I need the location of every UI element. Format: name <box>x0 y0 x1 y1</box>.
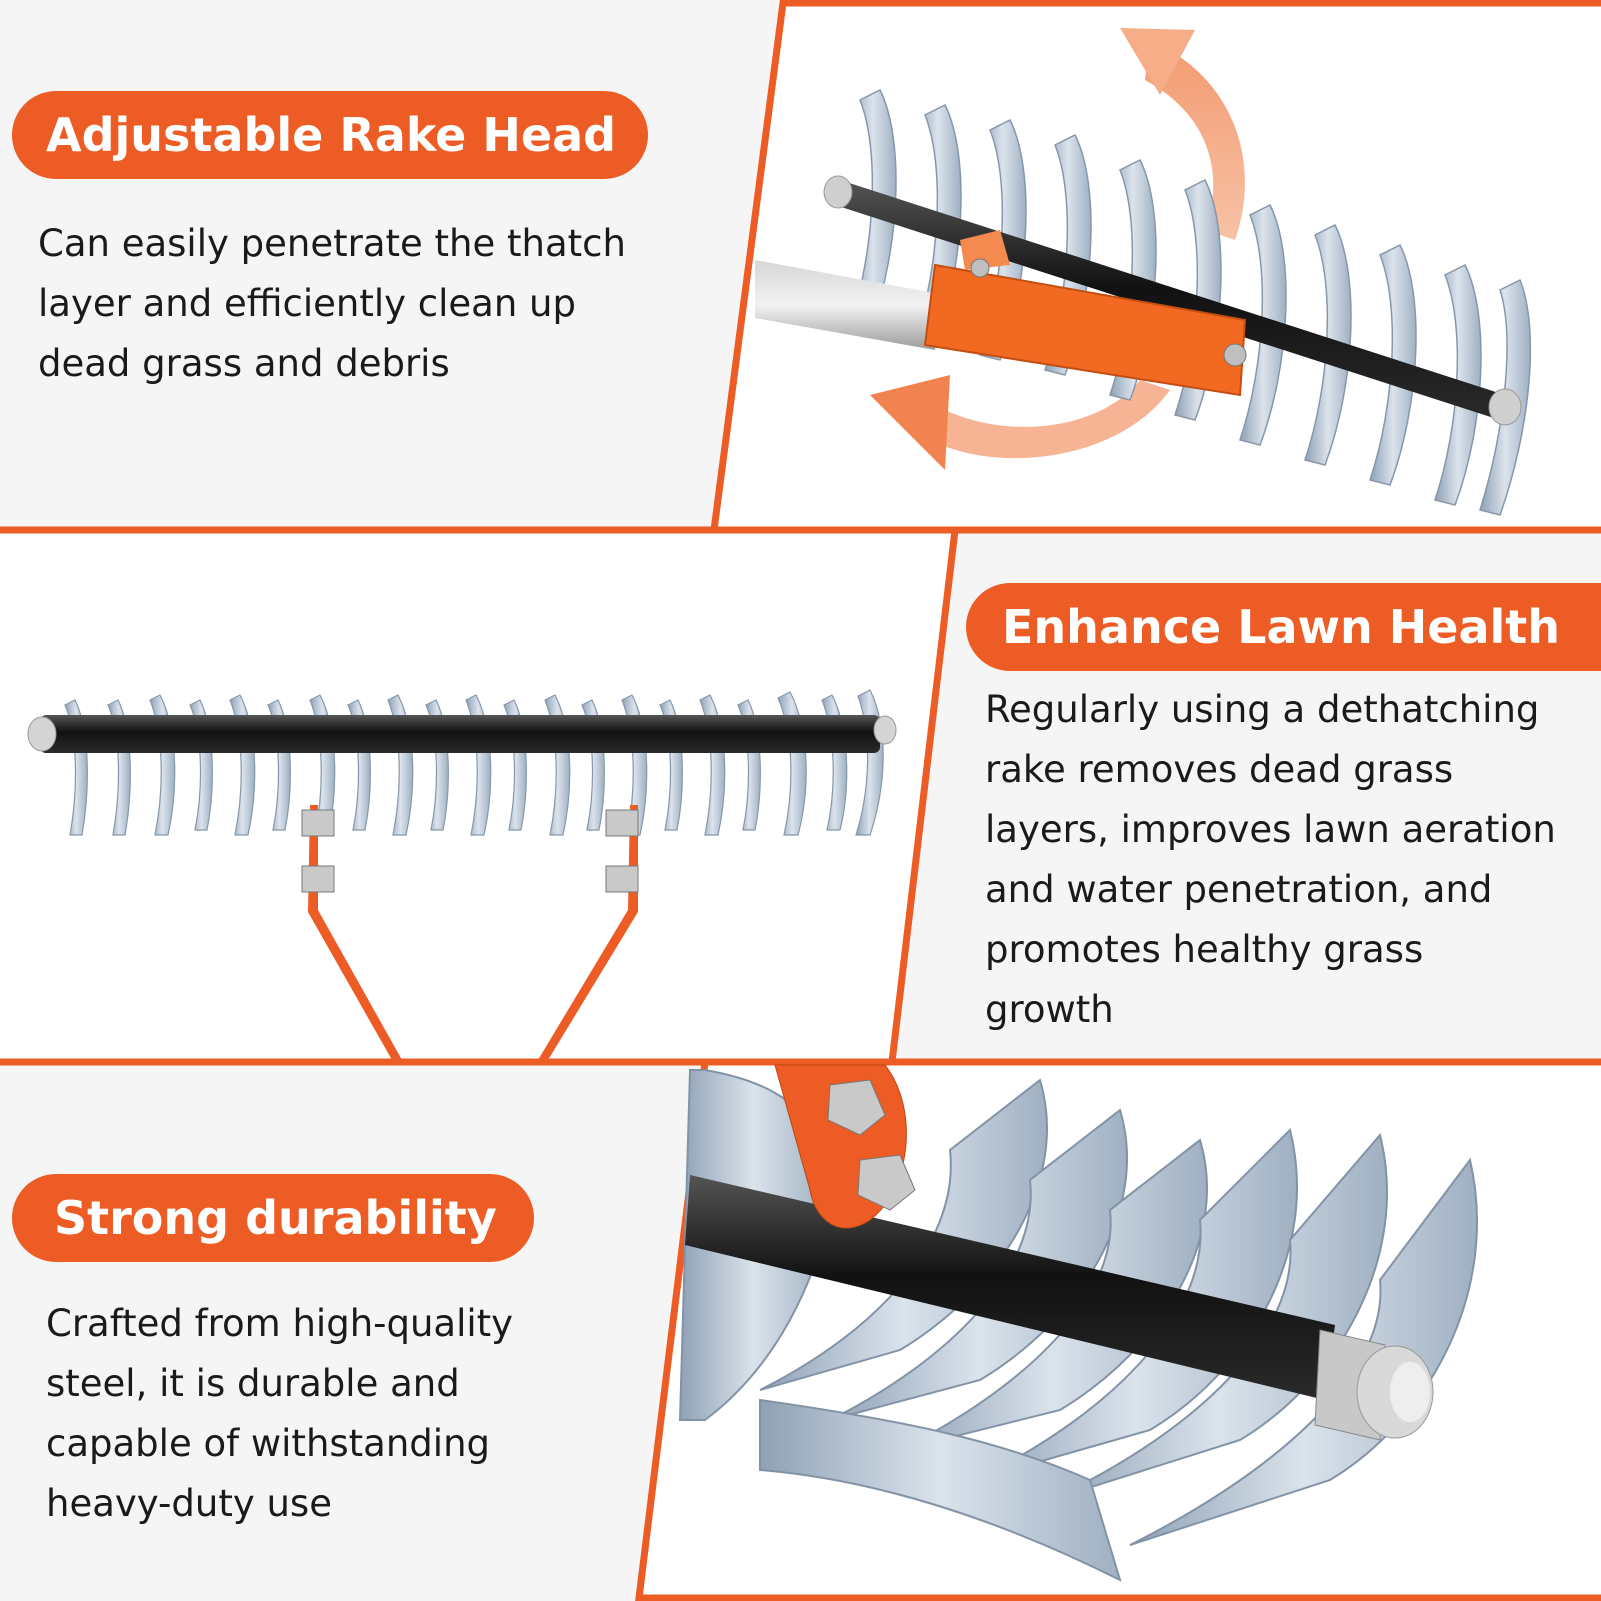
description-line: growth <box>985 988 1114 1031</box>
description-line: Can easily penetrate the thatch <box>38 222 626 265</box>
heading-strong-durability: Strong durability <box>12 1174 534 1262</box>
description-line: heavy-duty use <box>46 1482 332 1525</box>
description-line: Crafted from high-quality <box>46 1302 514 1345</box>
description-line: layer and efficiently clean up <box>38 282 576 325</box>
rake-head-rotation-photo <box>755 28 1532 516</box>
heading-adjustable-rake-head: Adjustable Rake Head <box>12 91 648 179</box>
description-line: dead grass and debris <box>38 342 450 385</box>
description-line: steel, it is durable and <box>46 1362 460 1405</box>
description-line: Regularly using a dethatching <box>985 688 1540 731</box>
heading-enhance-lawn-health: Enhance Lawn Health <box>966 583 1601 671</box>
blade-closeup-photo <box>678 1064 1478 1582</box>
description-line: rake removes dead grass <box>985 748 1454 791</box>
full-rake-head-photo <box>27 689 897 1060</box>
description-strong-durability: Crafted from high-quality steel, it is d… <box>46 1294 606 1534</box>
description-line: and water penetration, and <box>985 868 1493 911</box>
description-adjustable-rake-head: Can easily penetrate the thatch layer an… <box>38 214 678 394</box>
rotate-arrow-icon <box>870 28 1245 470</box>
description-line: capable of withstanding <box>46 1422 490 1465</box>
description-line: layers, improves lawn aeration <box>985 808 1556 851</box>
description-enhance-lawn-health: Regularly using a dethatching rake remov… <box>985 680 1595 1040</box>
description-line: promotes healthy grass <box>985 928 1424 971</box>
